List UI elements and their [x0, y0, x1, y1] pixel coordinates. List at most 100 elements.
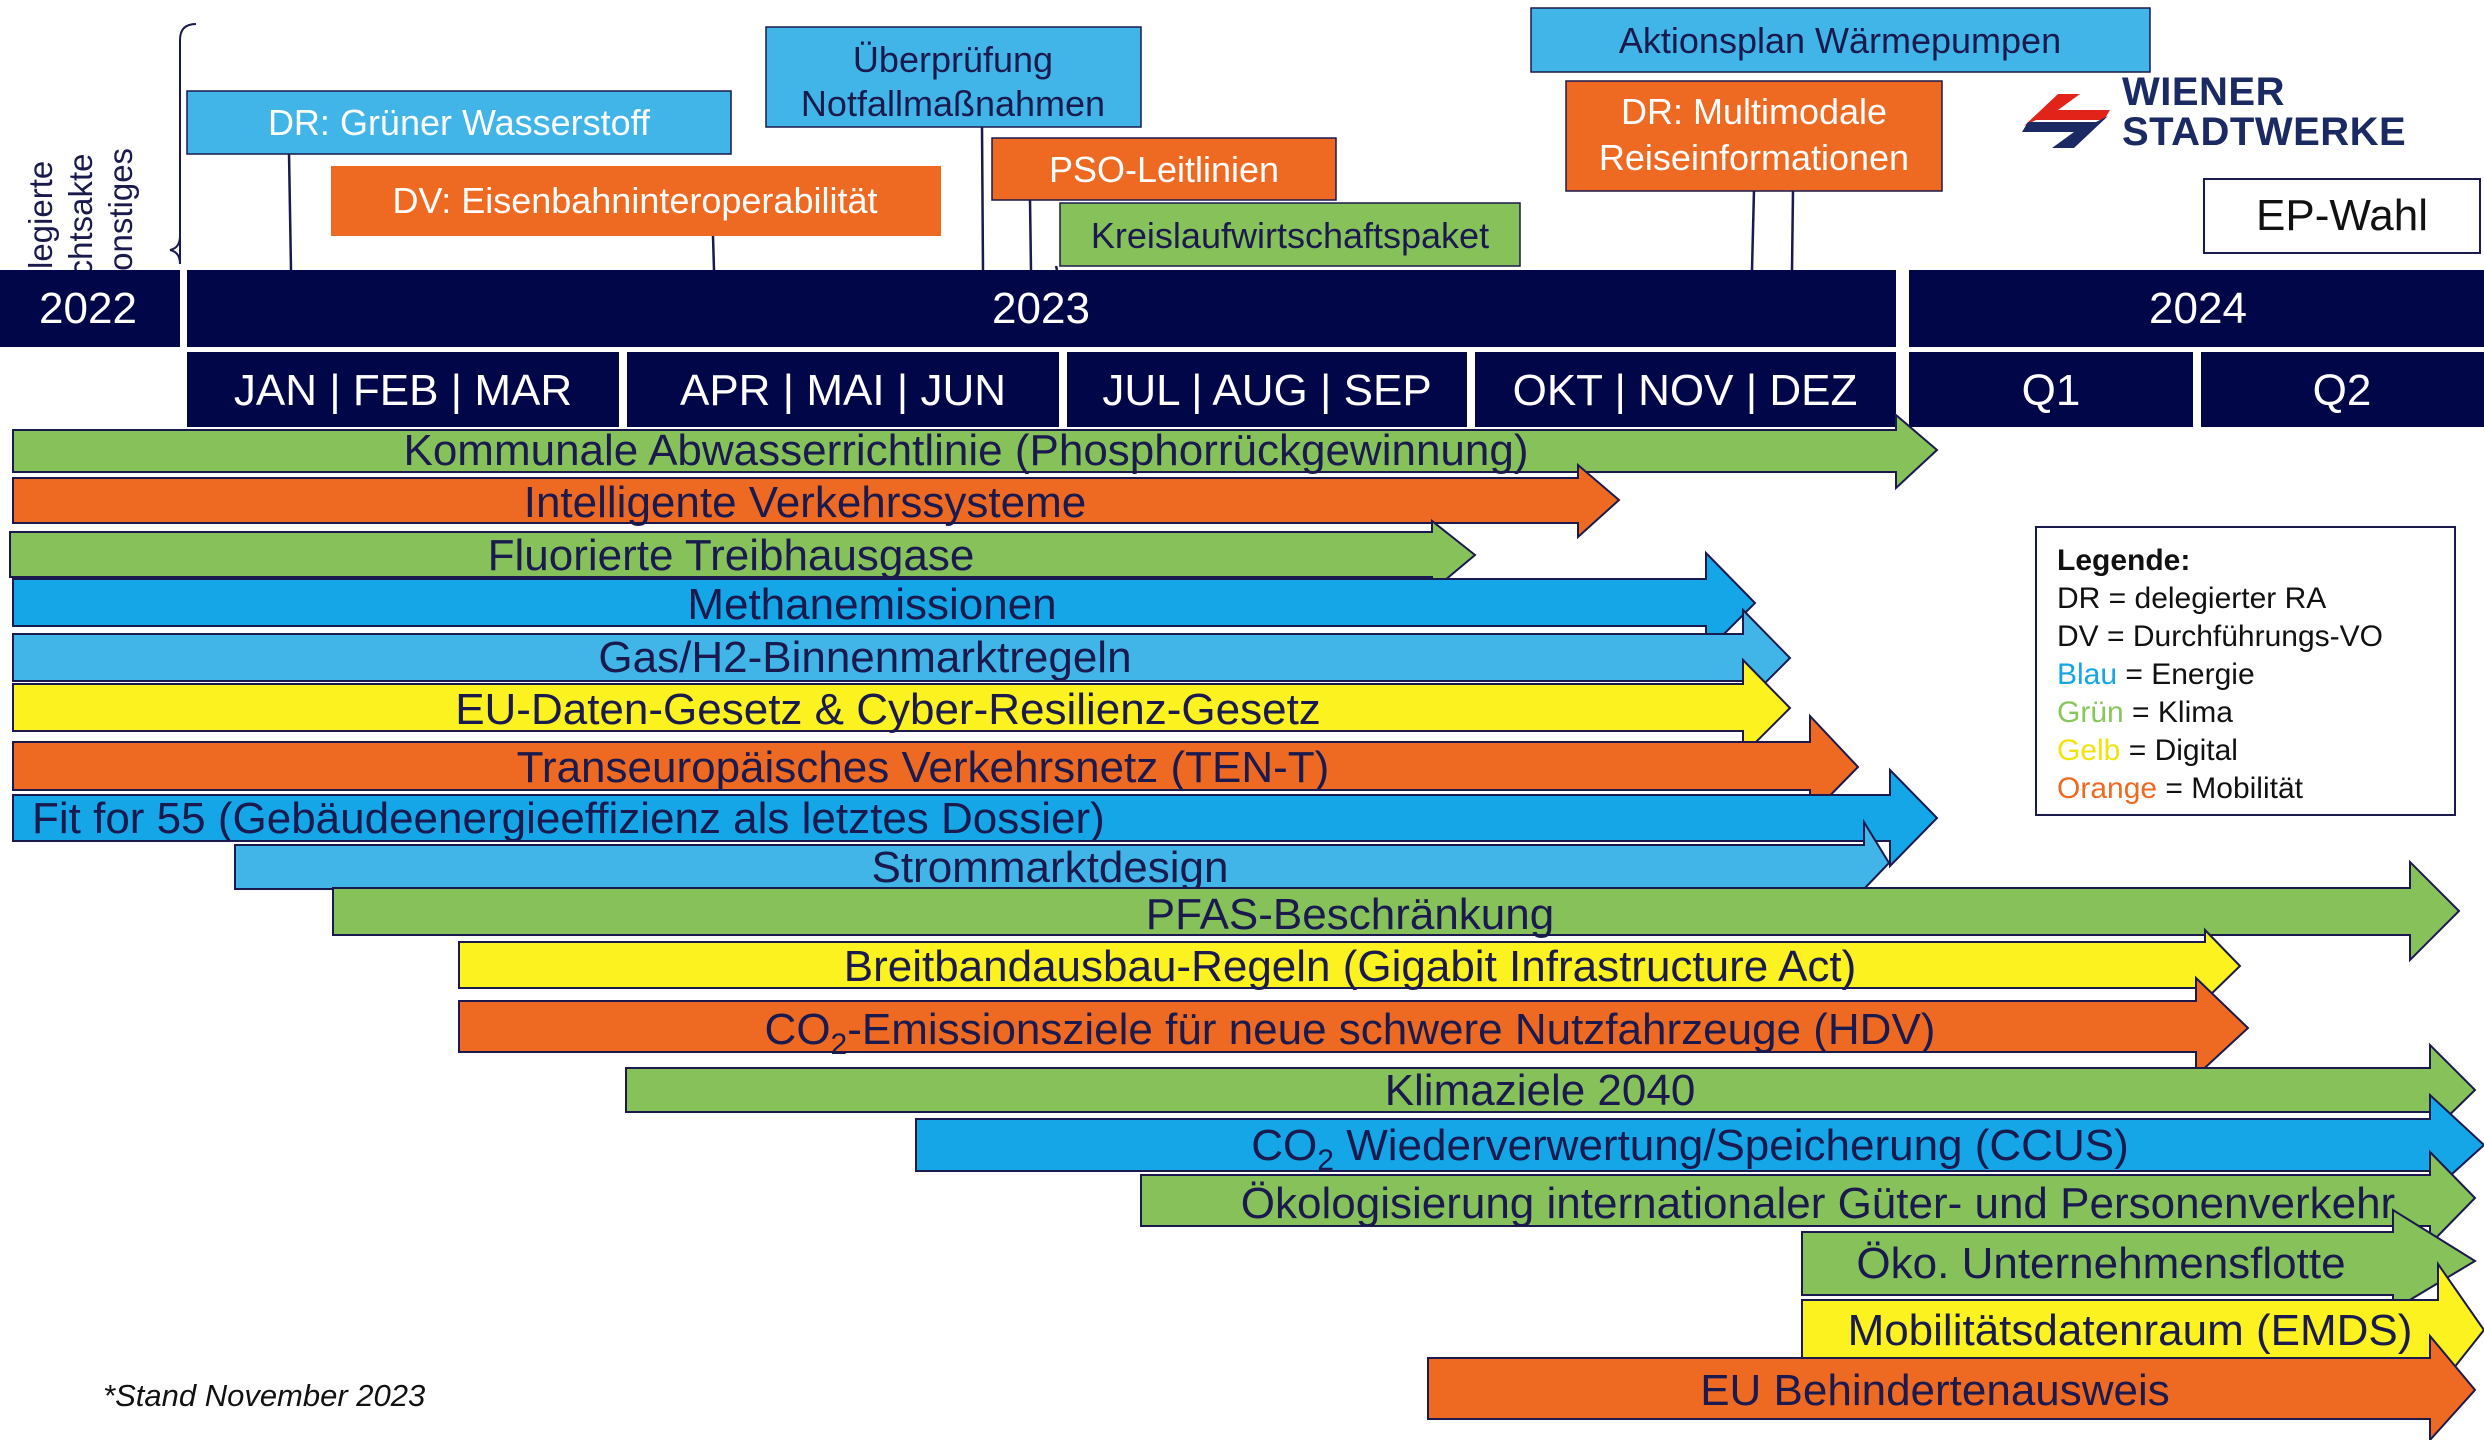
arrow-shape — [234, 818, 1891, 890]
period-label-q1-2023: JAN | FEB | MAR — [234, 366, 572, 415]
year-block-2023 — [187, 270, 1896, 347]
arrow-pfas: PFAS-Beschränkung — [332, 859, 2461, 963]
arrow-label-rest: -Emissionsziele für neue schwere Nutzfah… — [847, 1005, 1935, 1054]
top-item-eisenbahninteroperabilitaet: DV: Eisenbahninteroperabilität — [393, 180, 878, 221]
arrow-ccus: CO2 Wiederverwertung/Speicherung (CCUS) — [915, 1092, 2484, 1197]
period-block-q1-2023 — [187, 352, 619, 427]
arrow-fit-for-55: Fit for 55 (Gebäudeenergieeffizienz als … — [12, 767, 1939, 869]
top-item-notfallmassnahmen-line2: Notfallmaßnahmen — [801, 83, 1105, 124]
wiener-stadtwerke-logo: WIENER STADTWERKE — [2018, 72, 2438, 162]
arrow-shape — [12, 550, 1757, 655]
arrow-label: Ökologisierung internationaler Güter- un… — [1241, 1179, 2395, 1228]
arrow-label: Öko. Unternehmensflotte — [1856, 1239, 2345, 1288]
arrow-label: Gas/H2-Binnenmarktregeln — [598, 633, 1131, 682]
arrow-gigabit: Breitbandausbau-Regeln (Gigabit Infrastr… — [458, 927, 2242, 1003]
top-item-gruener-wasserstoff: DR: Grüner Wasserstoff — [268, 102, 651, 143]
arrow-label: Methanemissionen — [687, 580, 1056, 629]
ep-wahl-label: EP-Wahl — [2256, 191, 2428, 240]
arrow-shape — [12, 607, 1792, 708]
top-items: DR: Grüner Wasserstoff DV: Eisenbahninte… — [186, 7, 2151, 267]
period-label-q4-2023: OKT | NOV | DEZ — [1513, 366, 1858, 415]
period-label-q1-2024: Q1 — [2022, 366, 2081, 415]
period-label-q3-2023: JUL | AUG | SEP — [1102, 366, 1431, 415]
top-item-waermepumpen: Aktionsplan Wärmepumpen — [1619, 20, 2061, 61]
arrow-shape — [1140, 1149, 2477, 1247]
legend-item-gruen: Grün = Klima — [2057, 694, 2434, 732]
arrow-label: Klimaziele 2040 — [1385, 1066, 1696, 1115]
connector — [980, 125, 985, 271]
year-label-2024: 2024 — [2149, 284, 2247, 333]
arrow-hdv: CO2-Emissionsziele für neue schwere Nutz… — [458, 975, 2250, 1079]
year-label-2022: 2022 — [39, 284, 137, 333]
logo-wordmark: WIENER STADTWERKE — [2122, 72, 2406, 152]
arrow-shape — [9, 518, 1477, 594]
arrow-label: PFAS-Beschränkung — [1146, 890, 1554, 939]
connector — [1790, 189, 1795, 271]
period-block-q1-2024 — [1909, 352, 2193, 427]
arrow-label: CO2 Wiederverwertung/Speicherung (CCUS) — [1251, 1121, 2128, 1177]
connector — [711, 235, 716, 271]
arrow-binnenmarktregeln: Gas/H2-Binnenmarktregeln — [12, 607, 1792, 708]
connectors — [287, 125, 1795, 271]
arrow-label-co: CO — [765, 1005, 831, 1054]
top-item-reiseinformationen-line1: DR: Multimodale — [1621, 91, 1887, 132]
arrow-shape — [332, 859, 2461, 963]
arrow-label: Fit for 55 (Gebäudeenergieeffizienz als … — [32, 794, 1105, 843]
arrow-label-rest: Wiederverwertung/Speicherung (CCUS) — [1334, 1121, 2129, 1170]
legend: Legende: DR = delegierter RA DV = Durchf… — [2035, 526, 2456, 816]
arrow-verkehrssysteme: Intelligente Verkehrssysteme — [12, 462, 1621, 540]
arrow-label: Breitbandausbau-Regeln (Gigabit Infrastr… — [844, 942, 1857, 991]
year-block-2022 — [0, 270, 180, 347]
arrow-shape — [625, 1042, 2477, 1137]
logo-mark-icon — [2022, 94, 2110, 148]
connector — [1750, 189, 1756, 271]
arrow-shape — [12, 412, 1939, 491]
arrow-label: Transeuropäisches Verkehrsnetz (TEN-T) — [517, 743, 1330, 792]
legend-item-dr: DR = delegierter RA — [2057, 582, 2327, 615]
arrow-shape — [12, 713, 1860, 819]
arrow-shape — [458, 975, 2250, 1079]
legend-item-gelb: Gelb = Digital — [2057, 732, 2434, 770]
arrow-datengesetz: EU-Daten-Gesetz & Cyber-Resilienz-Gesetz — [12, 657, 1792, 758]
arrow-klimaziele-2040: Klimaziele 2040 — [625, 1042, 2477, 1137]
arrow-shape — [1801, 1208, 2477, 1312]
timeline-years: 2022 2023 2024 — [0, 270, 2484, 347]
arrow-label: Mobilitätsdatenraum (EMDS) — [1848, 1306, 2413, 1355]
arrow-label: EU Behindertenausweis — [1700, 1366, 2170, 1415]
top-item-box-waermepumpen — [1530, 7, 2151, 73]
logo-line-1: WIENER — [2122, 70, 2285, 114]
arrow-shape — [12, 657, 1792, 758]
logo-line-2: STADTWERKE — [2122, 110, 2407, 154]
arrow-label: Strommarktdesign — [871, 843, 1228, 892]
arrow-unternehmensflotte: Öko. Unternehmensflotte — [1801, 1208, 2477, 1312]
arrow-methanemissionen: Methanemissionen — [12, 550, 1757, 655]
arrow-abwasserrichtlinie: Kommunale Abwasserrichtlinie (Phosphorrü… — [12, 412, 1939, 491]
footnote: *Stand November 2023 — [103, 1378, 426, 1413]
top-item-box-kreislaufwirtschaftspaket — [1059, 202, 1521, 267]
arrow-shape — [1427, 1333, 2477, 1440]
arrow-label-co: CO — [1251, 1121, 1317, 1170]
arrow-shape — [915, 1092, 2484, 1197]
arrow-ten-t: Transeuropäisches Verkehrsnetz (TEN-T) — [12, 713, 1860, 819]
connector — [1054, 265, 1059, 271]
arrow-behindertenausweis: EU Behindertenausweis — [1427, 1333, 2477, 1440]
connector — [1028, 198, 1033, 271]
top-item-reiseinformationen-line2: Reiseinformationen — [1599, 137, 1909, 178]
period-block-q2-2023 — [627, 352, 1059, 427]
legend-key-blau: Blau — [2057, 658, 2118, 691]
legend-value-gelb: = Digital — [2120, 734, 2238, 767]
top-item-box-notfallmassnahmen — [765, 26, 1142, 128]
period-label-q2-2023: APR | MAI | JUN — [680, 366, 1006, 415]
year-block-2024 — [1909, 270, 2484, 347]
arrow-label-sub: 2 — [1317, 1144, 1334, 1177]
year-label-2023: 2023 — [992, 284, 1090, 333]
legend-item-orange: Orange = Mobilität — [2057, 770, 2434, 808]
arrow-label: Fluorierte Treibhausgase — [488, 531, 975, 580]
top-item-box-pso-leitlinien — [991, 137, 1337, 201]
period-block-q2-2024 — [2201, 352, 2484, 427]
legend-key-orange: Orange — [2057, 772, 2158, 805]
side-brace — [169, 23, 197, 265]
legend-value-orange: = Mobilität — [2157, 772, 2303, 805]
legend-key-gruen: Grün — [2057, 696, 2124, 729]
arrow-shape — [458, 927, 2242, 1003]
